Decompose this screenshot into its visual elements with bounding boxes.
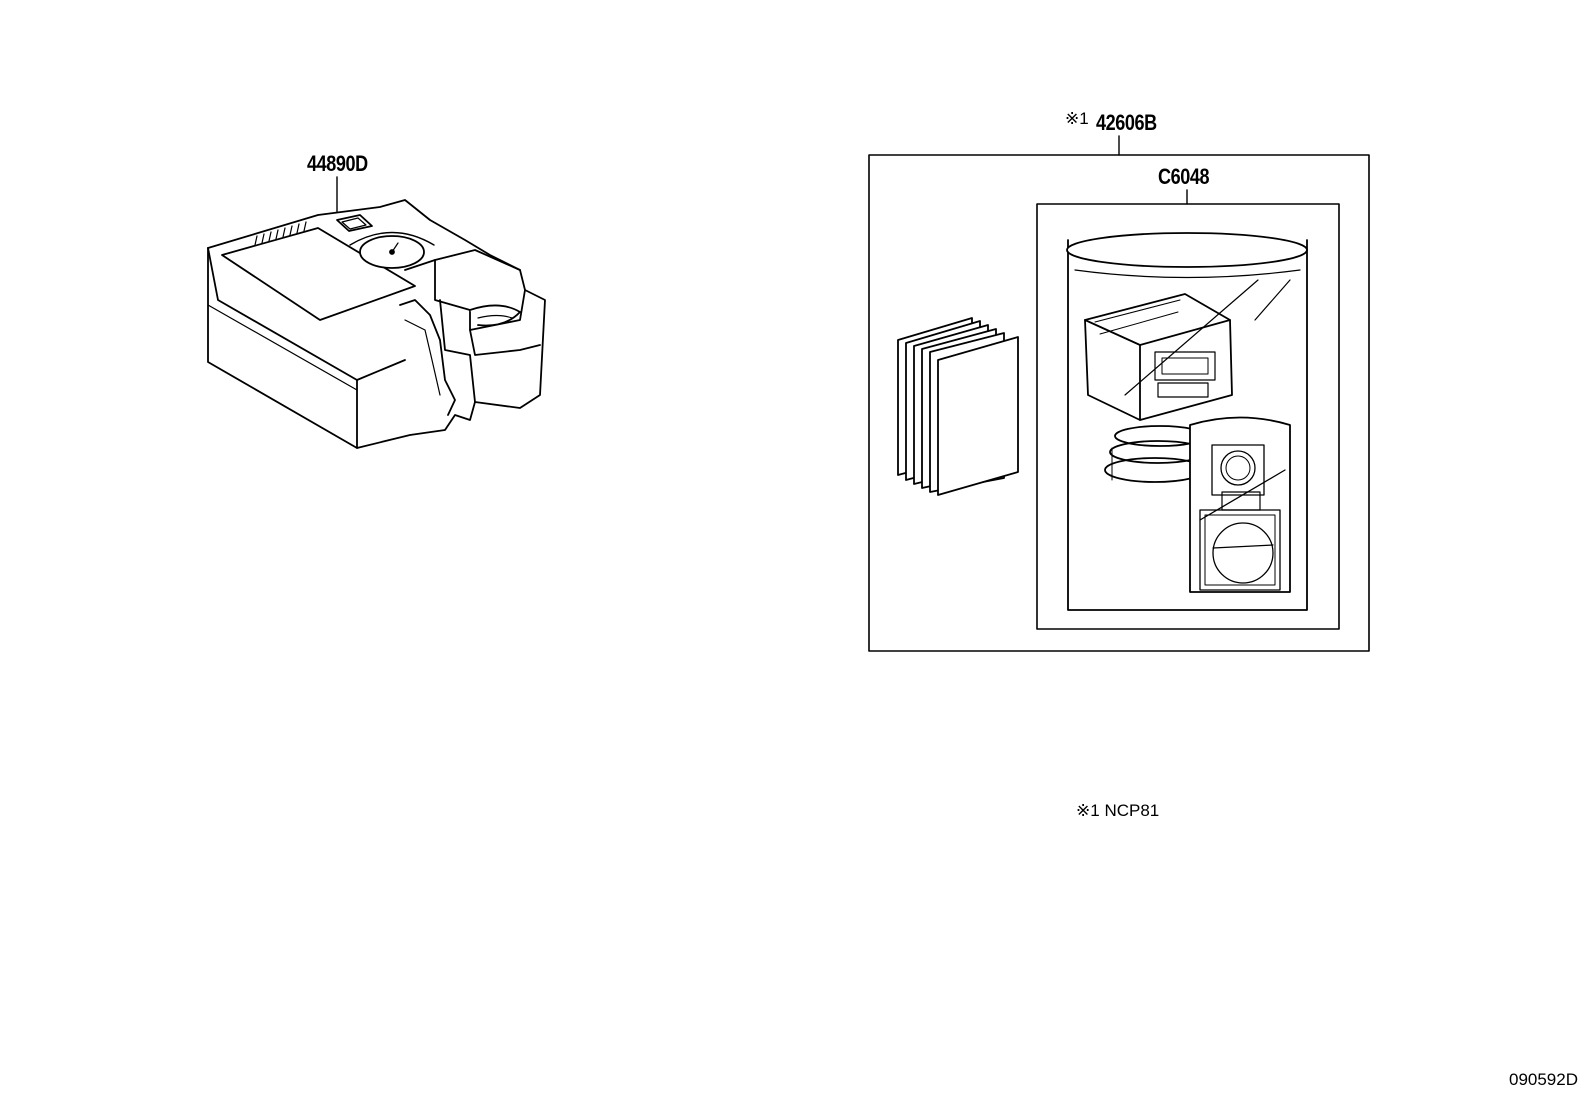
compressor-drawing bbox=[208, 177, 545, 448]
footnote: ※1 NCP81 bbox=[1076, 802, 1159, 819]
repair-kit-label: ※1 42606B bbox=[1065, 109, 1157, 134]
vent-slots bbox=[255, 222, 306, 245]
sealant-part-number: C6048 bbox=[1158, 164, 1210, 189]
repair-kit-part-number: 42606B bbox=[1096, 110, 1157, 135]
footnote-text: NCP81 bbox=[1104, 801, 1160, 820]
booklets bbox=[898, 318, 1018, 495]
repair-kit-mark: ※1 bbox=[1065, 109, 1089, 128]
switch bbox=[337, 215, 372, 231]
figure-reference: 090592D bbox=[1508, 1070, 1578, 1089]
footnote-mark: ※1 bbox=[1076, 801, 1100, 820]
sealant-box bbox=[1037, 190, 1339, 629]
compressor-part-number: 44890D bbox=[307, 151, 368, 176]
sealant-bottle bbox=[1067, 233, 1307, 610]
repair-kit-box bbox=[869, 136, 1369, 651]
